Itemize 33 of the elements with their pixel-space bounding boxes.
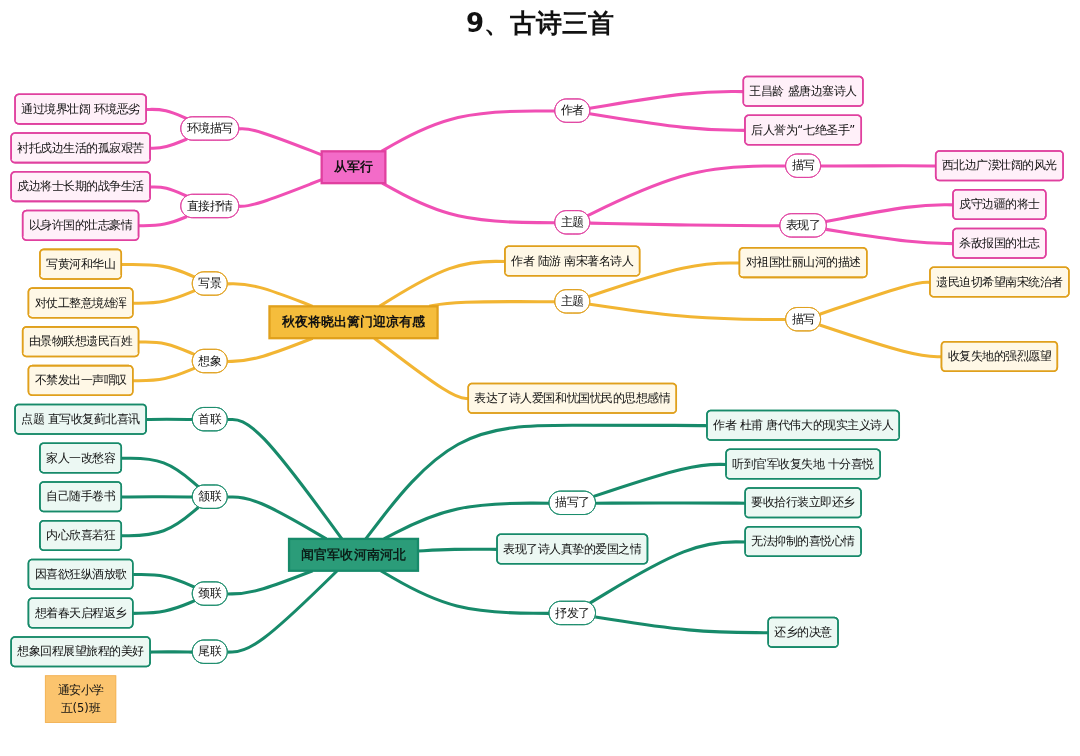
connector — [133, 366, 196, 383]
connector — [593, 462, 727, 498]
connector — [121, 495, 193, 499]
title: 9、古诗三首 — [465, 7, 615, 40]
connector — [150, 137, 188, 150]
connector — [595, 615, 769, 635]
connector — [381, 181, 556, 225]
node-box: 通安小学 五(5)班 — [44, 675, 117, 723]
connector — [150, 650, 193, 654]
connector — [133, 599, 196, 615]
node-box: 闻官军收河南河北 — [287, 537, 420, 572]
connector — [146, 417, 193, 422]
connector — [150, 185, 188, 198]
connector — [146, 107, 188, 121]
connector — [819, 323, 942, 359]
node-box: 秋夜将晓出篱门迎凉有感 — [268, 305, 439, 340]
connector — [587, 164, 786, 217]
connector — [417, 547, 498, 553]
connector — [590, 221, 781, 228]
connector — [121, 456, 200, 489]
connector — [138, 340, 196, 357]
node-box: 从军行 — [320, 150, 387, 185]
connector — [589, 540, 746, 605]
connector — [121, 262, 196, 279]
connector — [595, 501, 746, 505]
connector — [588, 261, 740, 298]
connector — [380, 109, 556, 153]
connector — [133, 289, 196, 305]
connector — [589, 302, 786, 322]
connector — [121, 506, 200, 538]
connector — [133, 572, 196, 589]
connector — [138, 215, 188, 228]
connector — [589, 90, 744, 110]
